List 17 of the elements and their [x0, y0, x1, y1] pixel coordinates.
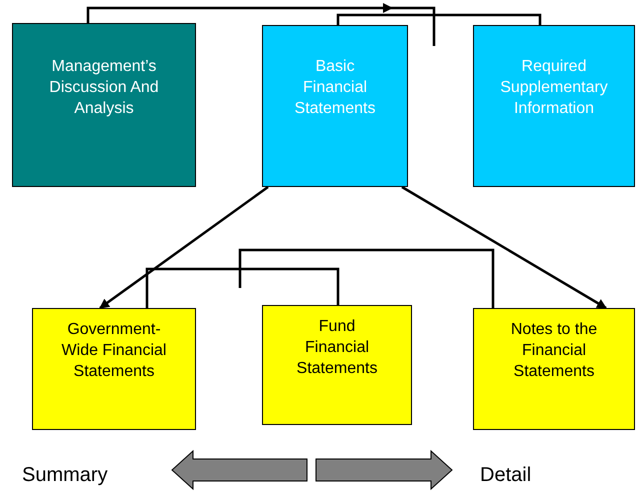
arrow [86, 3, 393, 23]
scale-label: Summary [22, 463, 108, 487]
arrow [401, 186, 607, 310]
statement-box [473, 308, 635, 430]
box-text: Government-Wide Financial Statements [60, 320, 168, 382]
box-text: Required Supplementary Information [499, 57, 609, 119]
statement-box [262, 305, 412, 425]
arrow [99, 186, 269, 310]
scale-label: Detail [480, 463, 532, 487]
box-text: Basic Financial Statements [294, 57, 376, 119]
box-text: Management’s Discussion And Analysis [48, 57, 160, 119]
statement-box [262, 25, 408, 187]
statement-box [473, 25, 635, 187]
statement-box [12, 23, 196, 187]
box-text: Notes to the Financial Statements [510, 320, 598, 382]
box-text: Fund Financial Statements [296, 317, 378, 379]
statement-box [32, 308, 196, 430]
